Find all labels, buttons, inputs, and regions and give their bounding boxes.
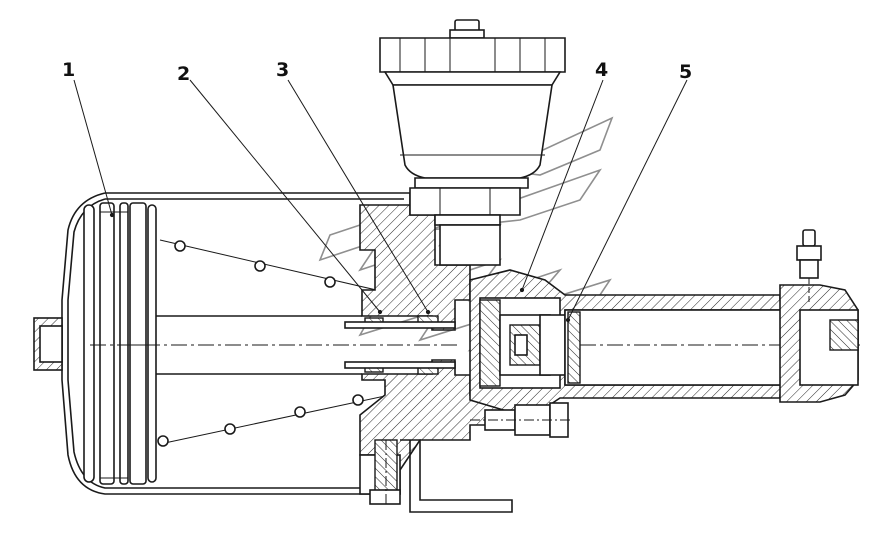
callout-label-3: 3 bbox=[276, 59, 289, 81]
callout-label-1: 1 bbox=[62, 59, 75, 81]
fluid-reservoir bbox=[379, 19, 566, 266]
return-spring bbox=[157, 239, 389, 447]
callout-label-5: 5 bbox=[679, 61, 692, 83]
leader-lines bbox=[73, 79, 688, 323]
piston-plates bbox=[83, 202, 157, 485]
callout-label-4: 4 bbox=[595, 59, 608, 81]
rod-seals bbox=[344, 315, 456, 375]
master-cylinder bbox=[469, 229, 860, 438]
push-rod bbox=[90, 315, 460, 375]
callout-label-2: 2 bbox=[177, 63, 190, 85]
